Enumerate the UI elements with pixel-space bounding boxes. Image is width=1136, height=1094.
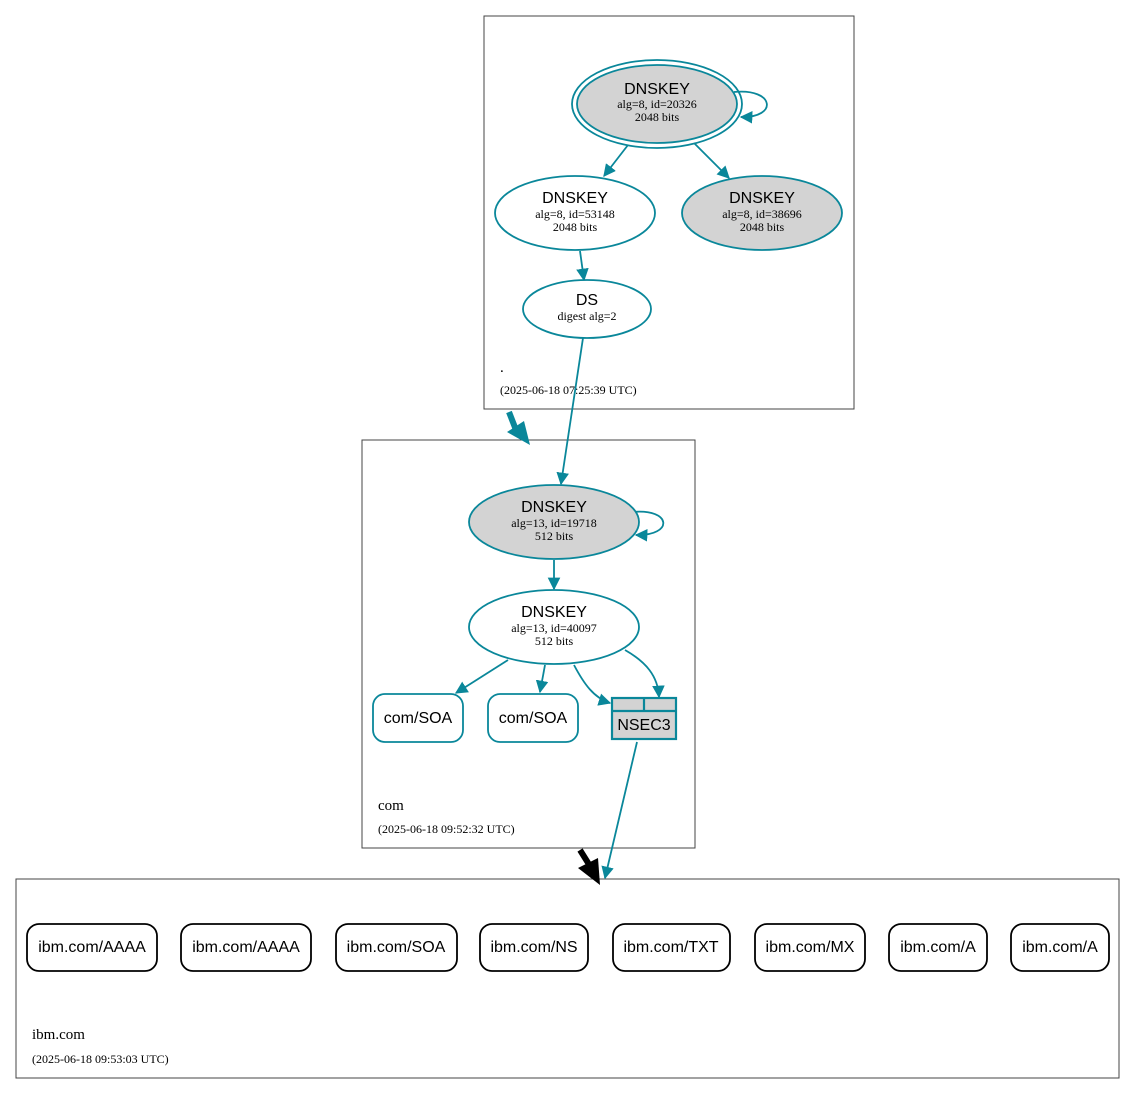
com-zsk-label: DNSKEY — [521, 604, 587, 621]
com-ksk-label: DNSKEY — [521, 499, 587, 516]
root-ksk-label: DNSKEY — [624, 81, 690, 98]
com-soa2-label: com/SOA — [499, 710, 568, 727]
com-nsec3-label: NSEC3 — [617, 717, 670, 734]
ibm-record-2-label: ibm.com/AAAA — [192, 939, 300, 956]
edge-root-ksk-self — [733, 90, 768, 124]
root-ds-node: DS digest alg=2 — [522, 279, 652, 339]
zone-root-timestamp: (2025-06-18 07:25:39 UTC) — [500, 383, 637, 397]
ibm-record-1-label: ibm.com/AAAA — [38, 939, 146, 956]
zone-ibm-name: ibm.com — [32, 1027, 85, 1043]
com-nsec3-node: NSEC3 — [610, 696, 678, 741]
edge-com-ksk-self — [631, 510, 665, 542]
edge-root-ksk-key3 — [693, 142, 730, 179]
root-key3-alg: alg=8, id=38696 — [722, 207, 802, 221]
edge-com-zsk-soa2 — [535, 664, 549, 694]
edge-com-zsk-nsec3-b — [624, 649, 665, 699]
root-zsk-alg: alg=8, id=53148 — [535, 207, 615, 221]
root-zsk-node: DNSKEY alg=8, id=53148 2048 bits — [494, 175, 656, 251]
root-ksk-alg: alg=8, id=20326 — [617, 97, 697, 111]
root-key3-node: DNSKEY alg=8, id=38696 2048 bits — [681, 175, 843, 251]
root-ds-label: DS — [576, 292, 598, 309]
root-key3-label: DNSKEY — [729, 190, 795, 207]
ibm-record-4: ibm.com/NS — [479, 923, 589, 972]
com-zsk-alg: alg=13, id=40097 — [511, 621, 597, 635]
root-zsk-label: DNSKEY — [542, 190, 608, 207]
ibm-record-3: ibm.com/SOA — [335, 923, 458, 972]
ibm-record-1: ibm.com/AAAA — [26, 923, 158, 972]
ibm-record-2: ibm.com/AAAA — [180, 923, 312, 972]
ibm-record-6-label: ibm.com/MX — [766, 939, 855, 956]
ibm-record-7-label: ibm.com/A — [900, 939, 976, 956]
ibm-record-3-label: ibm.com/SOA — [347, 939, 446, 956]
zone-com-name: com — [378, 798, 404, 814]
com-zsk-bits: 512 bits — [535, 634, 574, 648]
com-soa2-node: com/SOA — [487, 693, 579, 743]
ibm-record-8: ibm.com/A — [1010, 923, 1110, 972]
zone-ibm-timestamp: (2025-06-18 09:53:03 UTC) — [32, 1052, 169, 1066]
ibm-record-7: ibm.com/A — [888, 923, 988, 972]
root-ksk-node: DNSKEY alg=8, id=20326 2048 bits — [571, 59, 743, 149]
edge-nsec3-ibm — [601, 741, 638, 880]
com-ksk-node: DNSKEY alg=13, id=19718 512 bits — [468, 484, 640, 560]
edge-root-zsk-ds — [576, 250, 589, 282]
zone-root-box — [483, 15, 855, 410]
root-ds-digest: digest alg=2 — [557, 309, 616, 323]
ibm-record-4-label: ibm.com/NS — [490, 939, 577, 956]
delegation-com-ibm-head — [578, 858, 600, 885]
edge-com-zsk-soa1 — [454, 659, 509, 694]
zone-com-timestamp: (2025-06-18 09:52:32 UTC) — [378, 822, 515, 836]
com-ksk-alg: alg=13, id=19718 — [511, 516, 597, 530]
edge-root-ksk-zsk — [603, 144, 629, 177]
root-zsk-bits: 2048 bits — [553, 220, 598, 234]
com-ksk-bits: 512 bits — [535, 529, 574, 543]
ibm-record-8-label: ibm.com/A — [1022, 939, 1098, 956]
delegation-root-com-head — [507, 421, 530, 445]
com-zsk-node: DNSKEY alg=13, id=40097 512 bits — [468, 589, 640, 665]
root-key3-bits: 2048 bits — [740, 220, 785, 234]
edge-ds-com-ksk — [556, 337, 584, 486]
edge-com-zsk-nsec3-a — [573, 664, 612, 706]
ibm-record-6: ibm.com/MX — [754, 923, 866, 972]
root-ksk-bits: 2048 bits — [635, 110, 680, 124]
com-soa1-label: com/SOA — [384, 710, 453, 727]
zone-ibm-box — [15, 878, 1120, 1079]
ibm-record-5: ibm.com/TXT — [612, 923, 731, 972]
com-soa1-node: com/SOA — [372, 693, 464, 743]
ibm-record-5-label: ibm.com/TXT — [623, 939, 718, 956]
zone-root-name: . — [500, 360, 504, 376]
